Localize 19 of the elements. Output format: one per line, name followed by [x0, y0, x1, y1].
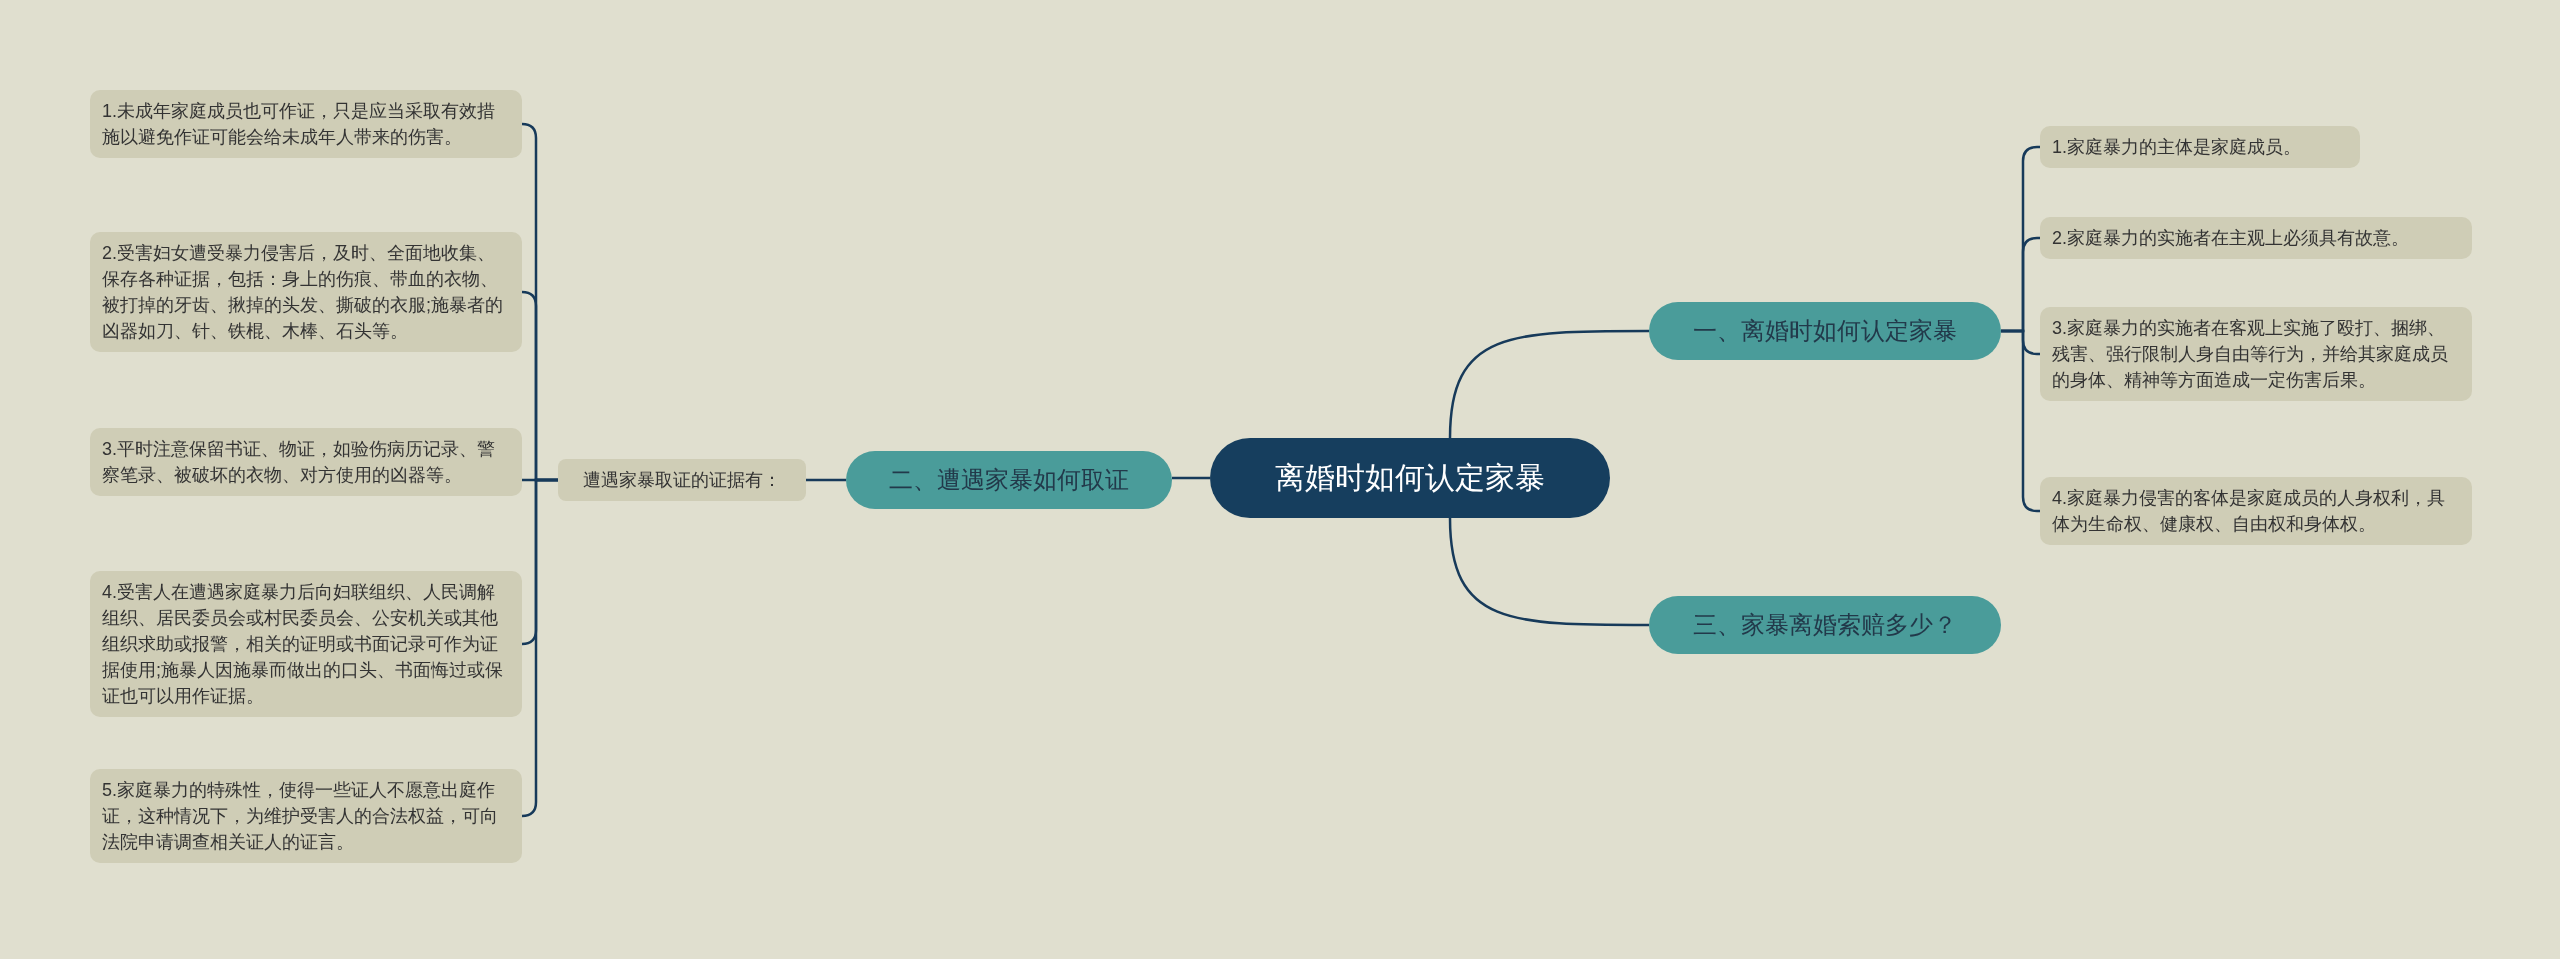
root-topic: 离婚时如何认定家暴 — [1210, 438, 1610, 518]
branch-topic: 一、离婚时如何认定家暴 — [1649, 302, 2001, 360]
connector-line — [806, 478, 846, 482]
subtopic-label: 遭遇家暴取证的证据有： — [558, 459, 806, 501]
connector-line — [520, 478, 558, 818]
note-card: 1.未成年家庭成员也可作证，只是应当采取有效措施以避免作证可能会给未成年人带来的伤害。 — [90, 90, 522, 158]
note-card: 3.家庭暴力的实施者在客观上实施了殴打、捆绑、残害、强行限制人身自由等行为，并给其家庭成员的身体、精神等方面造成一定伤害后果。 — [2040, 307, 2472, 401]
branch-topic: 二、遭遇家暴如何取证 — [846, 451, 1172, 509]
connector-line — [1448, 517, 1649, 627]
note-card: 4.受害人在遭遇家庭暴力后向妇联组织、人民调解组织、居民委员会或村民委员会、公安机关或其他组织求助或报警，相关的证明或书面记录可作为证据使用;施暴人因施暴而做出的口头、书面悔过或保证也可以用作证据。 — [90, 571, 522, 717]
note-card: 3.平时注意保留书证、物证，如验伤病历记录、警察笔录、被破坏的衣物、对方使用的凶器等。 — [90, 428, 522, 496]
note-card: 1.家庭暴力的主体是家庭成员。 — [2040, 126, 2360, 168]
note-card: 2.受害妇女遭受暴力侵害后，及时、全面地收集、保存各种证据，包括：身上的伤痕、带血的衣物、被打掉的牙齿、揪掉的头发、撕破的衣服;施暴者的凶器如刀、针、铁棍、木棒、石头等。 — [90, 232, 522, 352]
branch-topic: 三、家暴离婚索赔多少？ — [1649, 596, 2001, 654]
note-card: 5.家庭暴力的特殊性，使得一些证人不愿意出庭作证，这种情况下，为维护受害人的合法权益，可向法院申请调查相关证人的证言。 — [90, 769, 522, 863]
note-card: 2.家庭暴力的实施者在主观上必须具有故意。 — [2040, 217, 2472, 259]
connector-line — [1448, 329, 1649, 439]
note-card: 4.家庭暴力侵害的客体是家庭成员的人身权利，具体为生命权、健康权、自由权和身体权。 — [2040, 477, 2472, 545]
connector-line — [1172, 476, 1210, 480]
